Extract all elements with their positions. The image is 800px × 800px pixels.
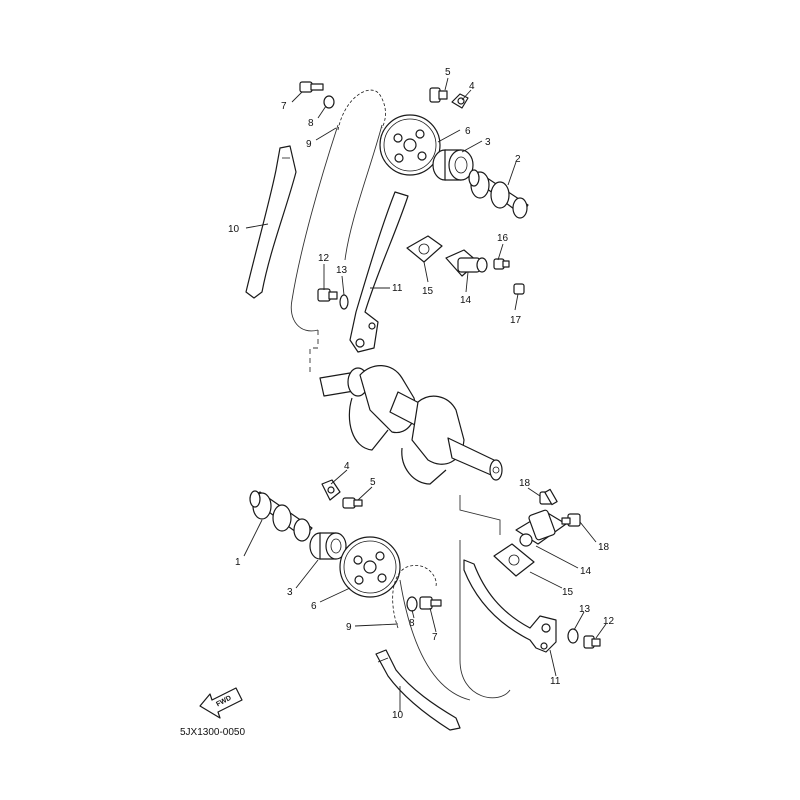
cam-sprocket-bottom	[339, 536, 401, 598]
tensioner-bolt-18-upper	[539, 488, 558, 506]
tensioner-bolt-16-top	[493, 258, 510, 270]
bushing-top	[432, 149, 474, 181]
pivot-bolt-top	[317, 288, 338, 302]
callout-18-upper-bottom: 18	[519, 478, 531, 489]
bushing-bottom	[309, 532, 347, 560]
callout-4-bottom: 4	[344, 461, 350, 472]
callout-9-bottom: 9	[346, 622, 352, 633]
callout-5-bottom: 5	[370, 477, 376, 488]
callout-2-top: 2	[515, 154, 521, 165]
leader-lines-top	[245, 77, 519, 311]
chain-path-upper	[290, 124, 339, 332]
callout-8-top: 8	[308, 118, 314, 129]
diagram-code: 5JX1300-0050	[180, 727, 245, 738]
bolt-top	[299, 81, 324, 93]
callout-6-top: 6	[465, 126, 471, 137]
crankshaft	[319, 365, 503, 485]
chain-guide-top	[245, 145, 297, 299]
callout-15-top: 15	[422, 286, 434, 297]
callout-1-bottom: 1	[235, 557, 241, 568]
tensioner-arm-bottom	[463, 559, 557, 653]
callout-4-top: 4	[469, 81, 475, 92]
leader-lines-bottom	[243, 469, 607, 712]
chain-path-lower	[459, 495, 511, 699]
camshaft-bottom	[249, 490, 313, 542]
callout-7-bottom: 7	[432, 632, 438, 643]
callout-10-bottom: 10	[392, 710, 404, 721]
callout-16-top: 16	[497, 233, 509, 244]
callout-18-lower-bottom: 18	[598, 542, 610, 553]
tensioner-gasket-top	[406, 235, 443, 263]
callout-14-bottom: 14	[580, 566, 592, 577]
tensioner-arm-top	[349, 191, 409, 353]
callout-8-bottom: 8	[409, 618, 415, 629]
callout-11-bottom: 11	[550, 676, 561, 687]
callout-9-top: 9	[306, 139, 312, 150]
callout-13-top: 13	[336, 265, 348, 276]
timing-chain-top	[337, 89, 386, 131]
callout-3-top: 3	[485, 137, 491, 148]
bolt-bottom	[419, 596, 442, 610]
tensioner-bolt-18-lower	[561, 513, 581, 527]
chain-path-lower-left	[399, 579, 471, 701]
bolt-5-top	[429, 87, 448, 103]
chain-path-upper-right	[344, 124, 383, 261]
lock-washer-4-bottom	[321, 479, 341, 501]
callout-7-top: 7	[281, 101, 287, 112]
chain-path-dash-upper	[309, 330, 319, 372]
pivot-washer-bottom	[567, 628, 579, 644]
washer-bottom	[406, 596, 418, 612]
callout-17-top: 17	[510, 315, 522, 326]
callout-6-bottom: 6	[311, 601, 317, 612]
chain-guide-bottom	[375, 649, 461, 731]
chain-tensioner-top	[445, 249, 488, 277]
pivot-bolt-bottom	[583, 635, 601, 649]
callout-10-top: 10	[228, 224, 240, 235]
chain-tensioner-bottom	[515, 509, 567, 547]
washer-top	[323, 95, 335, 109]
callout-12-bottom: 12	[603, 616, 615, 627]
cam-sprocket-top	[379, 114, 441, 176]
fwd-arrow-icon: FWD	[199, 687, 243, 719]
tensioner-bolt-17-top	[513, 283, 525, 295]
callout-15-bottom: 15	[562, 587, 574, 598]
tensioner-gasket-bottom	[493, 543, 535, 577]
bolt-5-bottom	[342, 497, 363, 509]
callout-11-top: 11	[392, 283, 403, 294]
camshaft-top	[468, 169, 529, 219]
callout-3-bottom: 3	[287, 587, 293, 598]
callout-14-top: 14	[460, 295, 472, 306]
pivot-washer-top	[339, 294, 349, 310]
callout-5-top: 5	[445, 67, 451, 78]
callout-13-bottom: 13	[579, 604, 591, 615]
callout-12-top: 12	[318, 253, 330, 264]
